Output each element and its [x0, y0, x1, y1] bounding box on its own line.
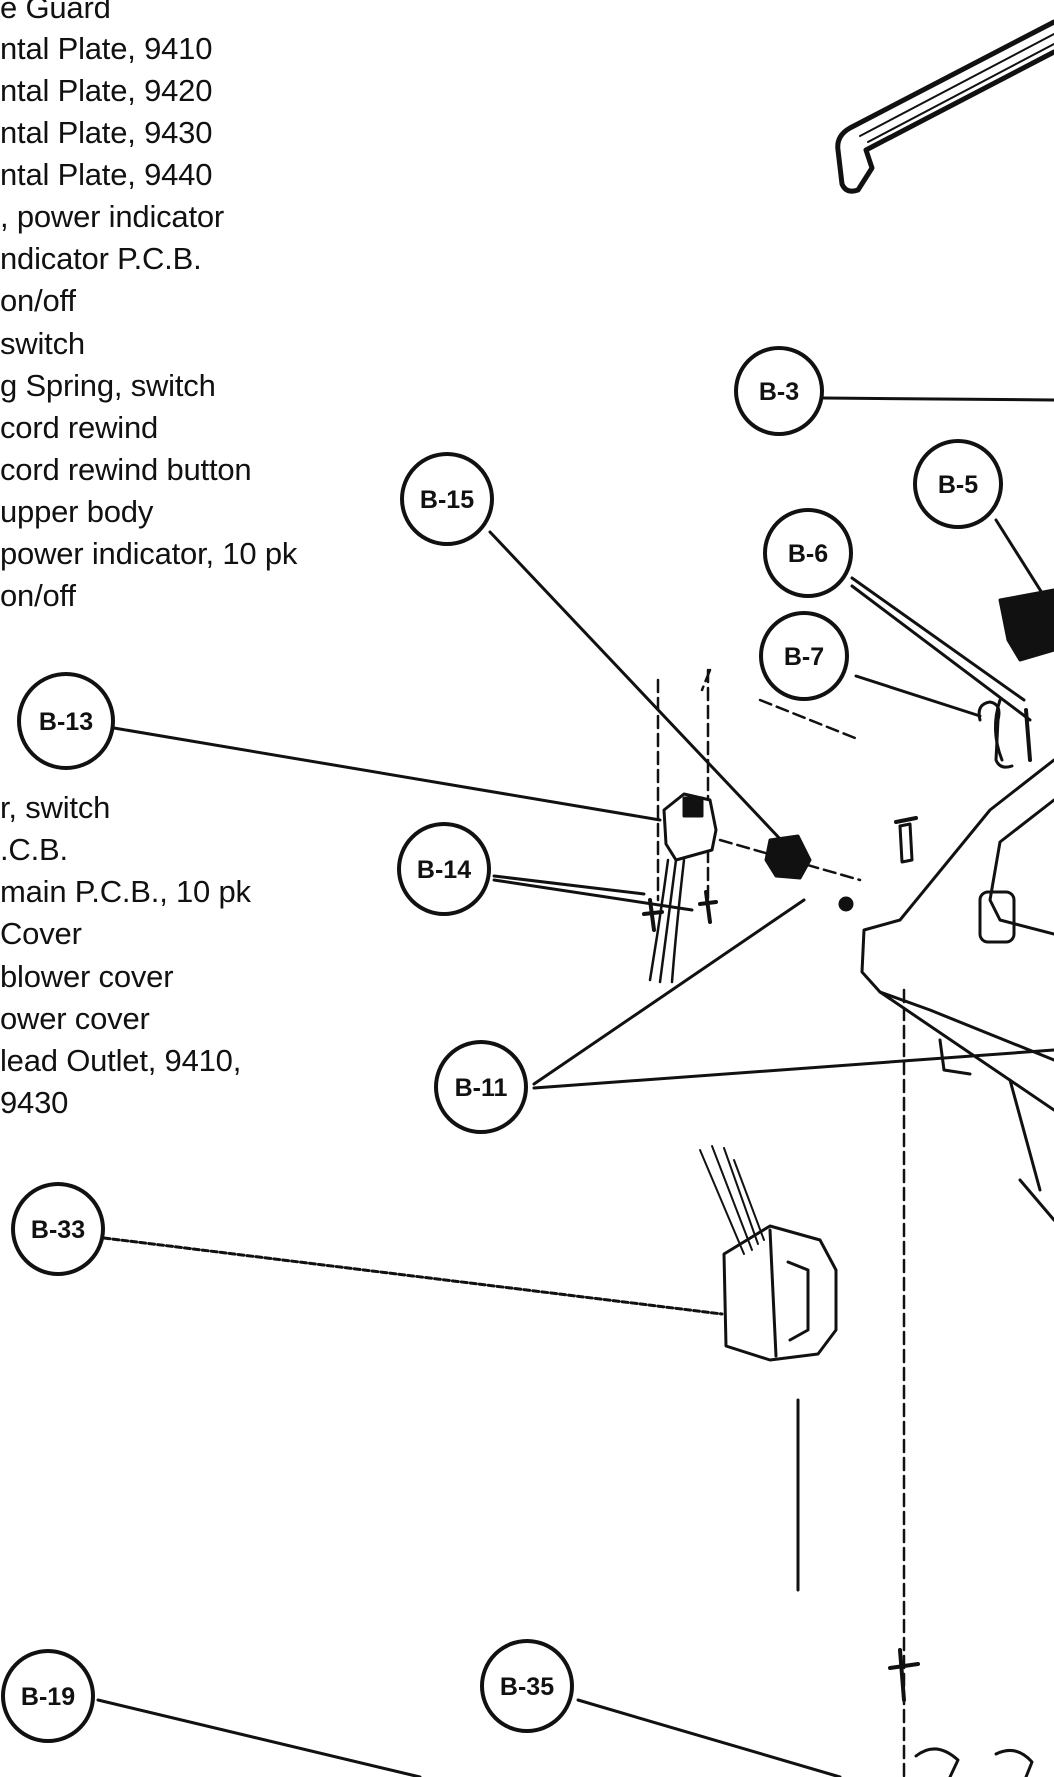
callout-b7: B-7 [759, 611, 849, 701]
callout-b35: B-35 [480, 1639, 574, 1733]
callout-b6-label: B-6 [788, 540, 828, 568]
callout-b19-label: B-19 [21, 1683, 75, 1711]
parts-list-item: r, switch [0, 790, 111, 825]
callout-b15-label: B-15 [420, 486, 474, 514]
parts-list-item: lead Outlet, 9410, [0, 1043, 242, 1078]
parts-list-item: ower cover [0, 1001, 150, 1036]
leader-b15 [488, 530, 802, 862]
parts-list-item: cord rewind button [0, 452, 252, 487]
leader-lines [96, 396, 1054, 1777]
callout-b3-label: B-3 [759, 378, 799, 406]
leader-b11b [532, 1048, 1054, 1090]
leader-b3 [822, 396, 1054, 402]
main-body-part [860, 588, 1054, 1222]
callout-b19: B-19 [1, 1649, 95, 1743]
screw-part [894, 816, 918, 864]
callout-b35-label: B-35 [500, 1673, 554, 1701]
callout-b33-label: B-33 [31, 1216, 85, 1244]
parts-list-item: e Guard [0, 0, 111, 25]
parts-list-item: blower cover [0, 959, 174, 994]
leader-b14b [492, 878, 694, 912]
handle-part [835, 19, 1054, 194]
spring-part [977, 700, 1014, 769]
callout-b11: B-11 [434, 1040, 528, 1134]
parts-list-item: switch [0, 326, 85, 361]
parts-list-item: cord rewind [0, 410, 159, 445]
parts-list-item: power indicator, 10 pk [0, 536, 298, 571]
leader-b19 [96, 1698, 422, 1777]
parts-list-item: ntal Plate, 9430 [0, 115, 213, 150]
callout-b11-label: B-11 [455, 1074, 508, 1102]
callout-b13-label: B-13 [39, 708, 93, 736]
switch-part [642, 792, 718, 984]
parts-list-item: ntal Plate, 9420 [0, 73, 213, 108]
parts-list-item: 9430 [0, 1085, 69, 1120]
callout-b5-label: B-5 [938, 471, 978, 499]
callout-b14-label: B-14 [417, 856, 471, 884]
parts-list-item: main P.C.B., 10 pk [0, 874, 251, 909]
parts-list-item: ndicator P.C.B. [0, 241, 202, 276]
parts-list-item: g Spring, switch [0, 368, 216, 403]
parts-list-item: upper body [0, 494, 154, 529]
parts-list-item: , power indicator [0, 199, 225, 234]
parts-list-item: .C.B. [0, 832, 68, 867]
leader-b13 [112, 726, 662, 822]
bottom-fragment-part [888, 1648, 1034, 1777]
leader-b33 [102, 1236, 724, 1316]
callout-b33: B-33 [11, 1182, 105, 1276]
indicator-part [764, 834, 854, 912]
parts-list-item: on/off [0, 578, 76, 613]
connector-part [699, 1145, 838, 1592]
leader-b11 [532, 898, 806, 1086]
callout-b14: B-14 [397, 822, 491, 916]
parts-list-item: ntal Plate, 9410 [0, 31, 213, 66]
callout-b15: B-15 [400, 452, 494, 546]
callout-b13: B-13 [17, 672, 115, 770]
parts-list-item: on/off [0, 283, 76, 318]
leader-b6b [850, 584, 1032, 722]
leader-b6 [850, 576, 1026, 702]
callout-b6: B-6 [763, 508, 853, 598]
leader-b35 [576, 1698, 842, 1777]
callout-b7-label: B-7 [784, 643, 824, 671]
callout-b5: B-5 [913, 439, 1003, 529]
callouts: B-3 B-5 B-6 B-7 B-15 B-13 B-14 B-11 [1, 346, 1003, 1743]
leader-b7 [854, 674, 982, 718]
callout-b3: B-3 [734, 346, 824, 436]
parts-list-item: ntal Plate, 9440 [0, 157, 213, 192]
leader-b14 [492, 874, 646, 896]
parts-list-item: Cover [0, 916, 82, 951]
